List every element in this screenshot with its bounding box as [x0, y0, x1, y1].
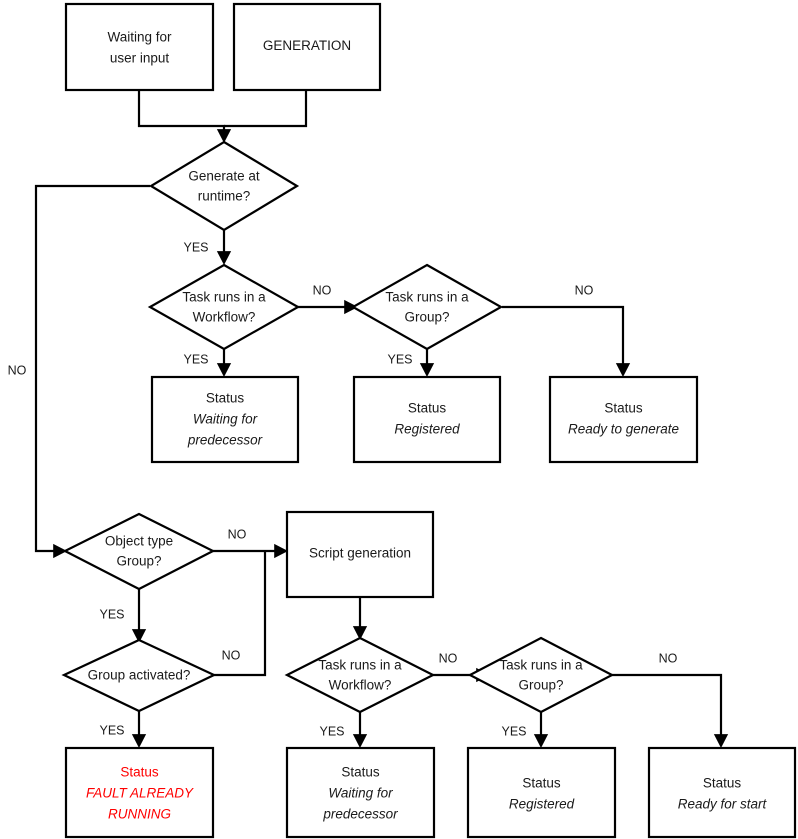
node-status-waiting-for-predecessor-top[interactable]: Status Waiting for predecessor: [150, 375, 300, 464]
connector-generation-to-runtime: [224, 90, 308, 128]
node-task-runs-in-group-bottom[interactable]: Task runs in a Group?: [467, 636, 615, 714]
edge-label-group-top-no: NO: [575, 283, 594, 297]
edge-label-workflow-bottom-no: NO: [439, 651, 458, 665]
node-task-runs-in-workflow-bottom-line2: Workflow?: [329, 678, 392, 693]
edge-label-group-activated-no: NO: [222, 648, 241, 662]
node-generation[interactable]: GENERATION: [232, 2, 382, 92]
node-task-runs-in-workflow-top-line2: Workflow?: [193, 310, 256, 325]
edge-label-group-top-yes: YES: [387, 352, 412, 366]
status-value-fault-line1: FAULT ALREADY: [86, 786, 194, 801]
status-value-bottom-waiting-line2: predecessor: [322, 807, 398, 822]
status-label-fault: Status: [120, 765, 159, 780]
node-generate-at-runtime-line1: Generate at: [188, 169, 260, 184]
node-group-activated-label: Group activated?: [88, 668, 191, 683]
edge-label-workflow-top-yes: YES: [183, 352, 208, 366]
status-value-top-registered: Registered: [394, 422, 460, 437]
node-task-runs-in-workflow-top[interactable]: Task runs in a Workflow?: [147, 263, 301, 351]
connector-runtime-no: [34, 184, 150, 559]
node-script-generation[interactable]: Script generation: [285, 510, 435, 599]
edge-label-object-group-no: NO: [228, 527, 247, 541]
node-generation-label: GENERATION: [263, 38, 351, 53]
node-task-runs-in-group-top[interactable]: Task runs in a Group?: [350, 263, 504, 351]
connector-group-activated-no: [213, 551, 267, 677]
node-task-runs-in-workflow-bottom[interactable]: Task runs in a Workflow?: [284, 636, 436, 714]
status-value-fault-line2: RUNNING: [108, 807, 171, 822]
edge-label-group-activated-yes: YES: [99, 723, 124, 737]
edge-label-object-group-yes: YES: [99, 607, 124, 621]
edge-label-runtime-yes: YES: [183, 240, 208, 254]
node-object-type-group-line2: Group?: [116, 554, 161, 569]
status-label-top-waiting: Status: [206, 391, 245, 406]
status-value-ready-to-generate: Ready to generate: [568, 422, 679, 437]
node-generate-at-runtime[interactable]: Generate at runtime?: [148, 140, 300, 232]
connector-waiting-to-runtime: [137, 90, 232, 144]
status-value-bottom-registered: Registered: [509, 797, 575, 812]
node-waiting-for-user-input[interactable]: Waiting for user input: [64, 2, 215, 92]
status-value-bottom-waiting-line1: Waiting for: [328, 786, 393, 801]
edge-label-workflow-bottom-yes: YES: [319, 724, 344, 738]
edge-label-workflow-top-no: NO: [313, 283, 332, 297]
node-waiting-for-user-input-line2: user input: [110, 51, 170, 66]
edge-label-group-bottom-yes: YES: [501, 724, 526, 738]
node-task-runs-in-group-bottom-line2: Group?: [518, 678, 563, 693]
node-object-type-group-line1: Object type: [105, 534, 173, 549]
node-generate-at-runtime-line2: runtime?: [198, 189, 251, 204]
node-task-runs-in-group-top-line2: Group?: [404, 310, 449, 325]
node-task-runs-in-group-top-line1: Task runs in a: [385, 290, 469, 305]
node-status-waiting-for-predecessor-bottom[interactable]: Status Waiting for predecessor: [285, 746, 436, 839]
node-waiting-for-user-input-line1: Waiting for: [107, 30, 172, 45]
status-value-top-waiting-line2: predecessor: [187, 433, 263, 448]
connector-group-top-no: [502, 305, 631, 378]
connector-group-bottom-no: [611, 673, 729, 749]
node-status-registered-bottom[interactable]: Status Registered: [466, 746, 617, 839]
status-label-ready-to-generate: Status: [604, 401, 643, 416]
node-group-activated[interactable]: Group activated?: [61, 638, 217, 713]
status-label-bottom-waiting: Status: [341, 765, 380, 780]
node-object-type-group[interactable]: Object type Group?: [62, 512, 216, 591]
status-value-ready-for-start: Ready for start: [678, 797, 768, 812]
node-task-runs-in-workflow-top-line1: Task runs in a: [182, 290, 266, 305]
node-status-registered-top[interactable]: Status Registered: [352, 375, 502, 464]
node-status-ready-for-start[interactable]: Status Ready for start: [647, 746, 797, 839]
status-label-bottom-registered: Status: [522, 776, 561, 791]
node-script-generation-label: Script generation: [309, 546, 411, 561]
status-value-top-waiting-line1: Waiting for: [193, 412, 258, 427]
edge-label-runtime-no: NO: [8, 363, 27, 377]
status-label-top-registered: Status: [408, 401, 447, 416]
node-task-runs-in-workflow-bottom-line1: Task runs in a: [318, 658, 402, 673]
status-label-ready-for-start: Status: [703, 776, 742, 791]
node-status-ready-to-generate[interactable]: Status Ready to generate: [548, 375, 699, 464]
edge-label-group-bottom-no: NO: [659, 651, 678, 665]
node-status-fault-already-running[interactable]: Status FAULT ALREADY RUNNING: [64, 746, 215, 839]
node-task-runs-in-group-bottom-line1: Task runs in a: [499, 658, 583, 673]
